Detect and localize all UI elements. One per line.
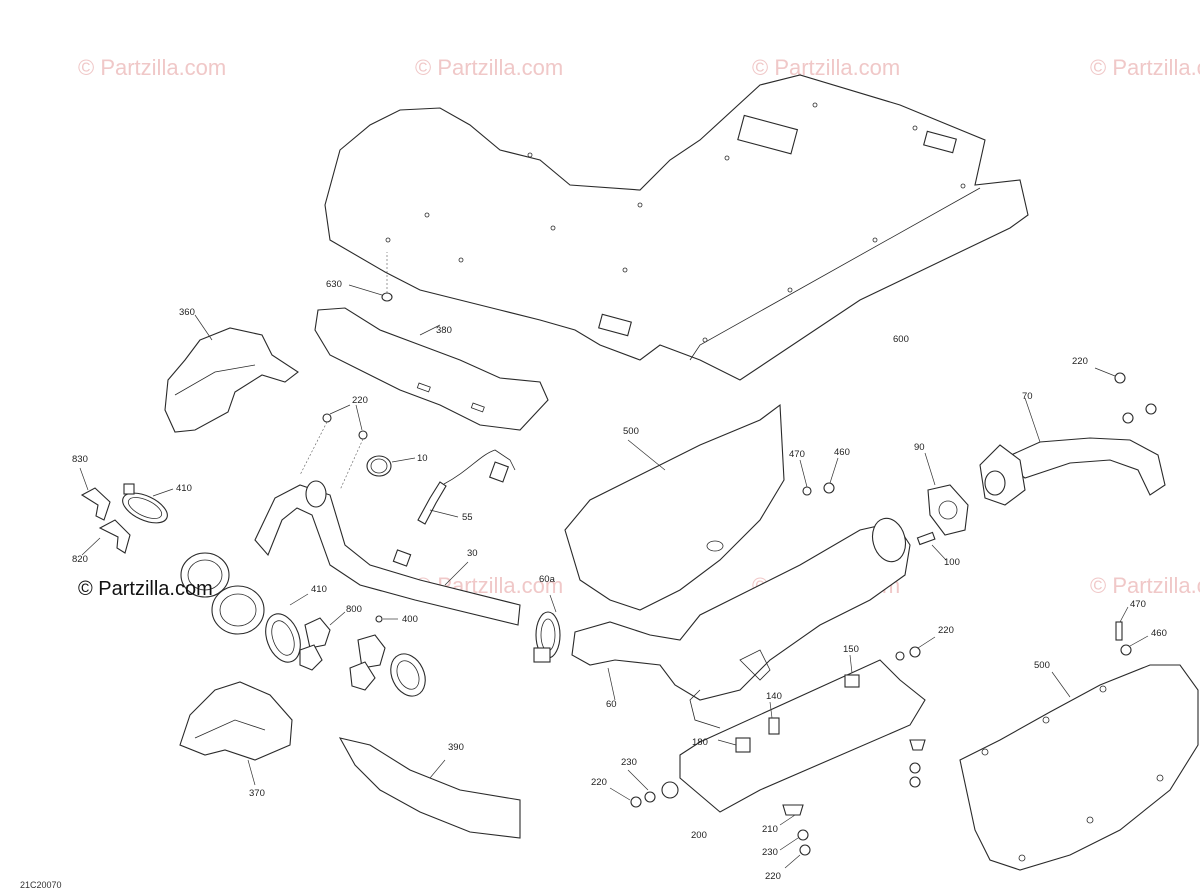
washer-stack-right (909, 739, 926, 788)
nuts-220 (299, 404, 368, 491)
callout-label: 360 (179, 307, 195, 318)
callout-label: 410 (311, 584, 327, 595)
callout-label: 200 (691, 830, 707, 841)
nut-220-mid (895, 636, 936, 661)
callout-label: 460 (1151, 628, 1167, 639)
callout-label: 60 (606, 699, 617, 710)
heat-shield-500-upper (564, 403, 785, 611)
fastener-470-upper (799, 459, 812, 496)
callout-label: 150 (843, 644, 859, 655)
callout-label: 90 (914, 442, 925, 453)
callout-label: 230 (762, 847, 778, 858)
exhaust-shield-380 (314, 307, 549, 431)
nuts-220-upper-right (1094, 367, 1157, 424)
callout-label: 800 (346, 604, 362, 615)
exhaust-shield-360 (164, 314, 299, 433)
callout-label: 220 (765, 871, 781, 882)
callout-label: 230 (621, 757, 637, 768)
diagram-id: 21C20070 (20, 880, 62, 890)
washer-stack-bottom (779, 804, 811, 869)
oxygen-sensor-55 (417, 449, 516, 525)
bracket-assembly (679, 654, 926, 813)
fastener-470-lower (1115, 606, 1129, 641)
watermark: © Partzilla.com (415, 55, 564, 80)
callout-label: 500 (1034, 660, 1050, 671)
callout-label: 140 (766, 691, 782, 702)
bushing-800 (299, 611, 386, 691)
callout-label: 180 (692, 737, 708, 748)
clamp-410-lower (265, 593, 309, 663)
watermark: © Partzilla.com (752, 55, 901, 80)
callout-label: 470 (789, 449, 805, 460)
callout-label: 410 (176, 483, 192, 494)
callout-label: 70 (1022, 391, 1033, 402)
clamp-pair (180, 552, 265, 635)
callout-label: 210 (762, 824, 778, 835)
callout-label: 390 (448, 742, 464, 753)
clamp-410-upper (122, 483, 174, 524)
tail-pipe-70 (979, 397, 1166, 506)
callout-label: 400 (402, 614, 418, 625)
callout-label: 630 (326, 279, 342, 290)
callout-label: 600 (893, 334, 909, 345)
callout-label: 60a (539, 574, 555, 585)
gasket-90 (924, 452, 969, 536)
heat-shield-plate-600 (324, 74, 1029, 381)
callout-label: 370 (249, 788, 265, 799)
clamp-60a (533, 594, 561, 663)
callout-label: 220 (1072, 356, 1088, 367)
clip-830 (79, 467, 111, 521)
exhaust-shield-390 (338, 737, 521, 839)
fastener-460-lower (1120, 635, 1149, 656)
washer-stack-left (609, 769, 679, 808)
callout-label: 470 (1130, 599, 1146, 610)
bolt-100 (916, 531, 947, 561)
callout-label: 220 (352, 395, 368, 406)
callout-label: 460 (834, 447, 850, 458)
callout-label: 220 (591, 777, 607, 788)
clamp-410-right (390, 653, 426, 697)
callout-label: 55 (462, 512, 473, 523)
callout-label: 500 (623, 426, 639, 437)
grommet-630 (348, 252, 393, 302)
callout-label: 820 (72, 554, 88, 565)
watermark: © Partzilla.com (1090, 573, 1200, 598)
callout-label: 380 (436, 325, 452, 336)
callout-label: 30 (467, 548, 478, 559)
callout-label: 10 (417, 453, 428, 464)
gasket-10 (366, 455, 416, 477)
callout-label: 100 (944, 557, 960, 568)
header-pipe-30 (254, 480, 521, 626)
brand-label: © Partzilla.com (78, 578, 213, 600)
muffler-60 (571, 517, 911, 729)
watermark: © Partzilla.com (1090, 55, 1200, 80)
exhaust-shield-370 (179, 681, 293, 786)
callout-label: 220 (938, 625, 954, 636)
watermark: © Partzilla.com (78, 55, 227, 80)
clip-820 (81, 519, 131, 556)
fastener-460-upper (823, 457, 839, 494)
heat-shield-500-lower (959, 664, 1199, 871)
callout-label: 830 (72, 454, 88, 465)
screw-400 (375, 615, 398, 623)
